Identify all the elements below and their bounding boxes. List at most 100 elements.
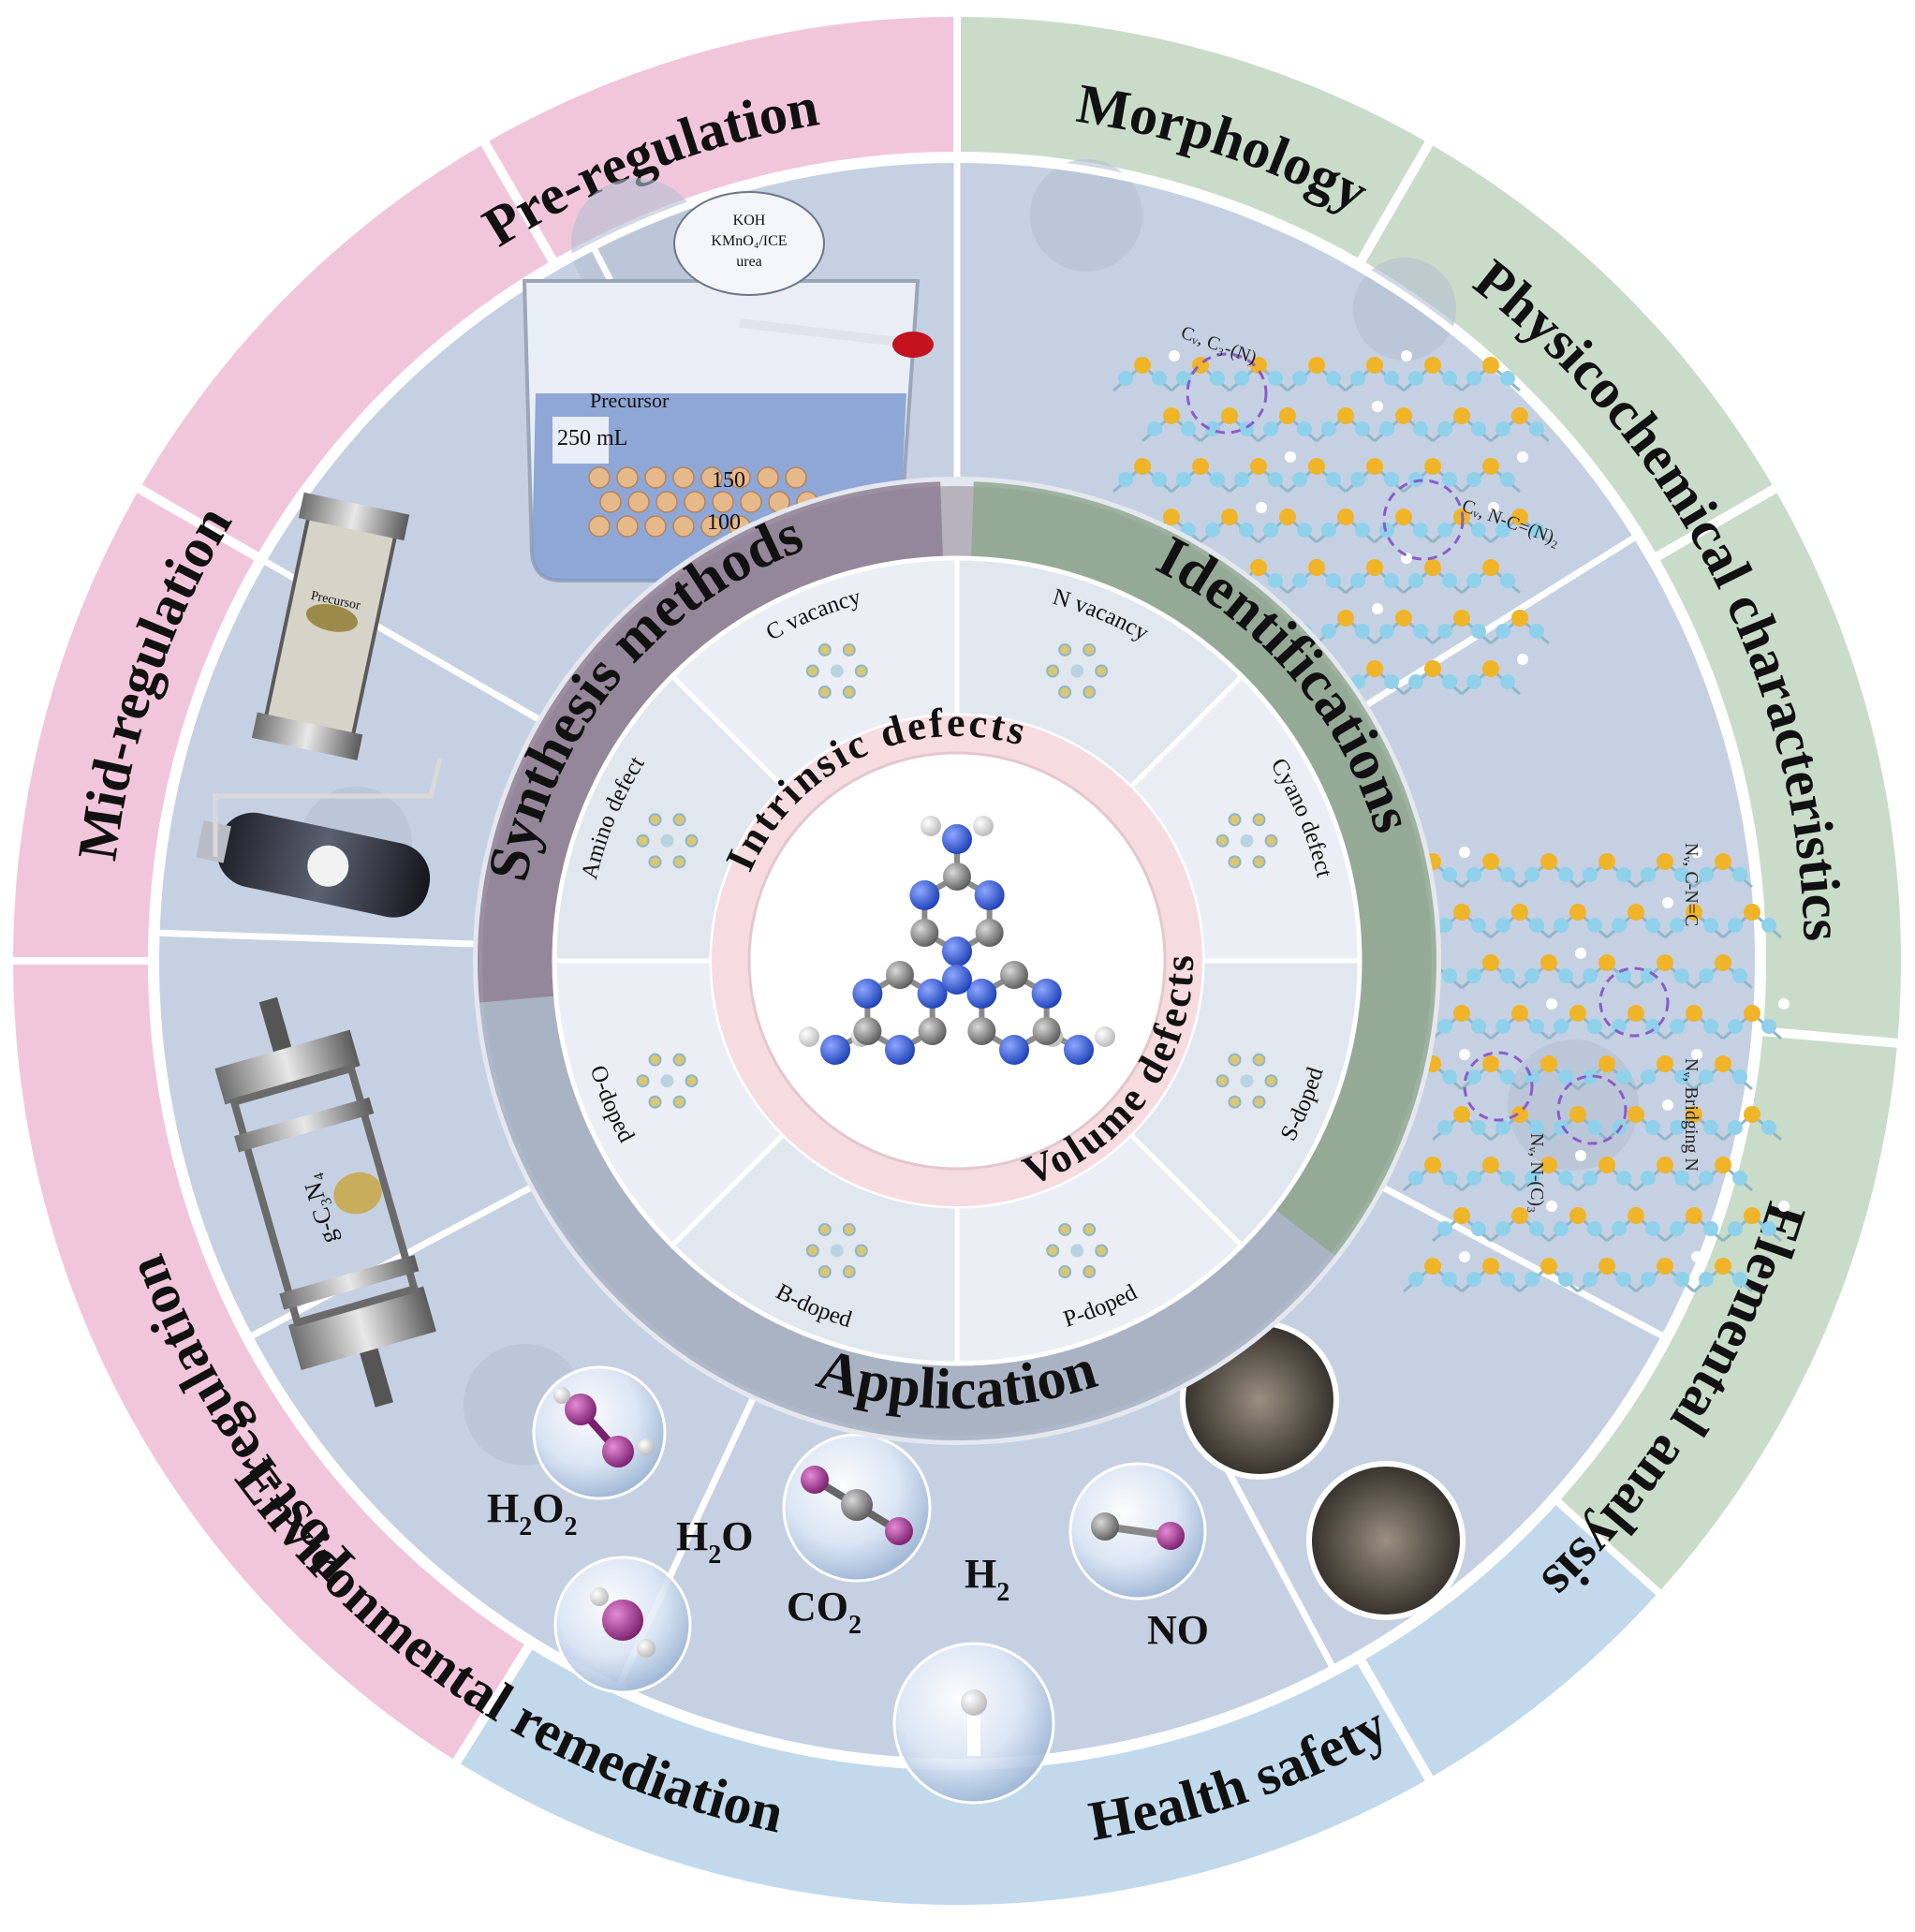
- lattice-nitrogen: [1612, 1221, 1627, 1236]
- lattice-nitrogen: [1670, 1019, 1685, 1034]
- lattice-nitrogen: [1413, 421, 1428, 436]
- lattice-carbon: [1395, 407, 1412, 424]
- species-main: H: [676, 1513, 708, 1559]
- lattice-nitrogen: [1442, 867, 1457, 882]
- lattice-carbon: [1337, 509, 1354, 525]
- lattice-nitrogen: [1442, 1272, 1457, 1287]
- lattice-nitrogen: [1732, 1069, 1747, 1084]
- lattice-nitrogen: [1471, 1019, 1486, 1034]
- lattice-carbon: [1540, 954, 1557, 971]
- lattice-node: [672, 1095, 686, 1109]
- defect-lattice-icon-2: [1215, 813, 1278, 869]
- lattice-nitrogen: [1437, 1221, 1452, 1236]
- lattice-nitrogen: [1761, 918, 1776, 933]
- lattice-nitrogen: [1408, 1171, 1423, 1186]
- lattice-node: [1228, 1053, 1242, 1067]
- lattice-nitrogen: [1268, 371, 1283, 386]
- lattice-carbon: [1628, 1106, 1644, 1123]
- lattice-nitrogen: [1529, 1221, 1544, 1236]
- lattice-nitrogen: [1500, 371, 1515, 386]
- lattice-nitrogen: [1616, 1272, 1631, 1287]
- lattice-nitrogen: [1355, 421, 1370, 436]
- lattice-hydrogen: [1169, 350, 1180, 361]
- precursor-bead-9: [627, 491, 650, 513]
- lattice-hydrogen: [1662, 1099, 1673, 1111]
- lattice-nitrogen: [1641, 1272, 1656, 1287]
- lattice-carbon: [1744, 1207, 1760, 1224]
- lattice-node: [1058, 1265, 1072, 1279]
- band-separator-5: [134, 482, 262, 563]
- h2o2-o1: [565, 1394, 597, 1425]
- lattice-nitrogen: [1761, 1221, 1776, 1236]
- lattice-carbon: [1628, 904, 1644, 921]
- lattice-nitrogen: [1442, 968, 1457, 983]
- lattice-center: [830, 664, 844, 678]
- lattice-nitrogen: [1583, 1272, 1598, 1287]
- defect-lattice-icon-4: [1046, 1222, 1109, 1279]
- lattice-node: [1083, 1222, 1097, 1236]
- lattice-carbon: [1686, 1005, 1702, 1022]
- lattice-nitrogen: [1350, 371, 1365, 386]
- reactor-illustration: g-C₃N₄: [214, 996, 436, 1408]
- lattice-center: [660, 1074, 674, 1088]
- lattice-nitrogen: [1732, 968, 1747, 983]
- lattice-nitrogen: [1466, 573, 1481, 588]
- lattice-carbon: [1511, 1005, 1528, 1022]
- beaker-volume-label: 250 mL: [557, 426, 627, 450]
- lattice-node: [685, 833, 699, 848]
- reactor-cap-bottom: [287, 1286, 436, 1371]
- lattice-nitrogen: [1529, 421, 1544, 436]
- lattice-nitrogen: [1495, 523, 1510, 538]
- lattice-nitrogen: [1118, 371, 1133, 386]
- mol-h: [973, 816, 994, 836]
- lattice-nitrogen: [1384, 674, 1399, 689]
- lattice-nitrogen: [1583, 1171, 1598, 1186]
- lattice-carbon: [1163, 407, 1180, 424]
- lattice-nitrogen: [1641, 1171, 1656, 1186]
- lattice-carbon: [1598, 1157, 1615, 1173]
- lattice-nitrogen: [1471, 1221, 1486, 1236]
- mol-carbon: [886, 961, 914, 989]
- lattice-nitrogen: [1466, 867, 1481, 882]
- lattice-carbon: [1308, 357, 1325, 374]
- lattice-carbon: [1569, 1005, 1586, 1022]
- lattice-nitrogen: [1292, 371, 1307, 386]
- tube-cap-top: [298, 492, 410, 541]
- lattice-nitrogen: [1525, 1272, 1539, 1287]
- lattice-node: [1058, 642, 1072, 656]
- lattice-node: [636, 1074, 650, 1088]
- lattice-carbon: [1424, 1157, 1441, 1173]
- lattice-carbon: [1744, 1005, 1760, 1022]
- reactor-rod-top: [258, 996, 293, 1056]
- lattice-nitrogen: [1674, 867, 1689, 882]
- lattice-center: [1070, 1244, 1084, 1258]
- lattice-carbon: [1395, 610, 1412, 627]
- species-main: H: [487, 1485, 519, 1531]
- lattice-nitrogen: [1525, 1171, 1539, 1186]
- lattice-nitrogen: [1674, 1069, 1689, 1084]
- band-separator-1: [1652, 482, 1780, 563]
- lattice-nitrogen: [1583, 968, 1598, 983]
- mol-nitrogen: [999, 1035, 1029, 1065]
- mol-h: [1095, 1026, 1115, 1047]
- species-sub2: 2: [564, 1512, 577, 1541]
- lattice-nitrogen: [1587, 1019, 1602, 1034]
- lattice-node: [805, 664, 819, 678]
- lattice-node: [648, 1095, 662, 1109]
- lattice-carbon: [1279, 407, 1296, 424]
- lattice-carbon: [1715, 1258, 1731, 1275]
- lattice-node: [1228, 855, 1242, 869]
- precursor-bead-7: [785, 466, 807, 489]
- lattice-node: [1252, 855, 1266, 869]
- lattice-nitrogen: [1732, 1171, 1747, 1186]
- species-label-0: H2O2: [487, 1485, 577, 1541]
- lattice-carbon: [1221, 407, 1238, 424]
- lattice-nitrogen: [1379, 624, 1394, 639]
- species-main2: O: [721, 1513, 753, 1559]
- lattice-nitrogen: [1558, 1069, 1573, 1084]
- species-sub: 2: [708, 1541, 721, 1570]
- co2-c: [841, 1489, 873, 1521]
- lattice-carbon: [1366, 660, 1383, 677]
- lattice-node: [1215, 833, 1230, 848]
- lattice-nitrogen: [1413, 624, 1428, 639]
